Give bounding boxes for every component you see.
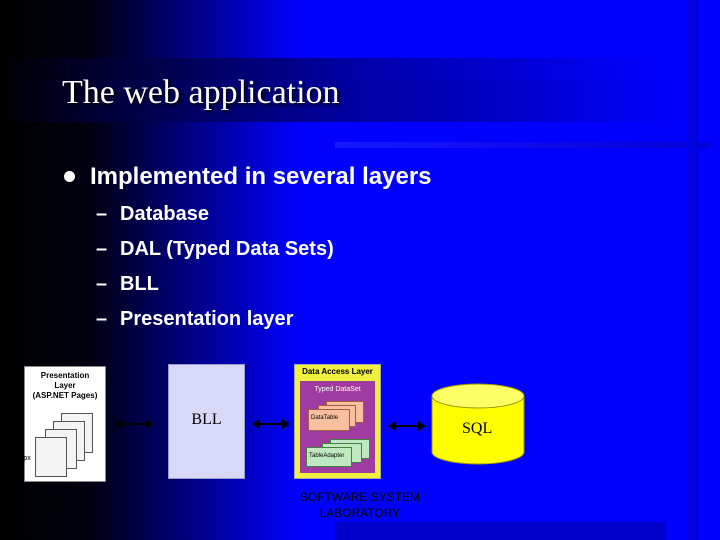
dash-icon: – — [96, 203, 108, 225]
database-cylinder-icon — [431, 383, 525, 465]
typed-dataset-box: Typed DataSet DataTable TableAdapter — [300, 381, 375, 473]
presentation-label-line3: (ASP.NET Pages) — [32, 391, 98, 400]
presentation-label-line2: Layer — [54, 381, 76, 390]
page-number: 6 — [58, 496, 65, 510]
sql-label: SQL — [462, 420, 493, 437]
dash-icon: – — [96, 238, 108, 260]
presentation-label-line1: Presentation — [40, 371, 90, 380]
typed-dataset-title: Typed DataSet — [314, 386, 361, 393]
double-arrow-icon — [114, 419, 154, 429]
footer-lab-name: SOFTWARE SYSTEM LABORATORY — [280, 489, 440, 521]
slide-title: The web application — [62, 74, 340, 111]
sub-item-label: Presentation layer — [120, 308, 294, 330]
sub-item-dal: –DAL (Typed Data Sets) — [96, 238, 334, 261]
main-bullet: Implemented in several layers — [90, 163, 432, 190]
page-icon — [35, 437, 67, 477]
presentation-layer-label: Presentation Layer (ASP.NET Pages) — [25, 371, 105, 401]
sub-item-database: –Database — [96, 203, 209, 226]
aspx-label: aspx — [16, 455, 31, 462]
datatable-label: DataTable — [311, 415, 339, 421]
dash-icon: – — [96, 308, 108, 330]
dash-icon: – — [96, 273, 108, 295]
double-arrow-icon — [252, 419, 290, 429]
sub-item-label: DAL (Typed Data Sets) — [120, 238, 334, 260]
bll-label: BLL — [191, 411, 222, 428]
data-access-layer-box: Data Access Layer Typed DataSet DataTabl… — [294, 364, 381, 479]
right-decor-bar — [688, 0, 698, 540]
datatable-card: DataTable — [308, 409, 350, 431]
tableadapter-label: TableAdapter — [309, 453, 345, 459]
bottom-decor-strip — [335, 522, 665, 540]
sub-item-presentation: –Presentation layer — [96, 308, 293, 331]
sub-item-label: Database — [120, 203, 209, 225]
sub-item-label: BLL — [120, 273, 159, 295]
sub-item-bll: –BLL — [96, 273, 159, 296]
bullet-dot-icon — [64, 171, 75, 182]
title-band-shade — [0, 80, 720, 122]
dal-title: Data Access Layer — [302, 367, 373, 376]
double-arrow-icon — [388, 421, 426, 431]
footer-line2: LABORATORY — [319, 506, 401, 520]
presentation-layer-box: Presentation Layer (ASP.NET Pages) — [24, 366, 106, 482]
footer-line1: SOFTWARE SYSTEM — [299, 490, 421, 504]
title-band — [0, 58, 660, 122]
bll-box: BLL — [168, 364, 245, 479]
title-underline — [335, 142, 710, 148]
tableadapter-card: TableAdapter — [306, 447, 352, 467]
